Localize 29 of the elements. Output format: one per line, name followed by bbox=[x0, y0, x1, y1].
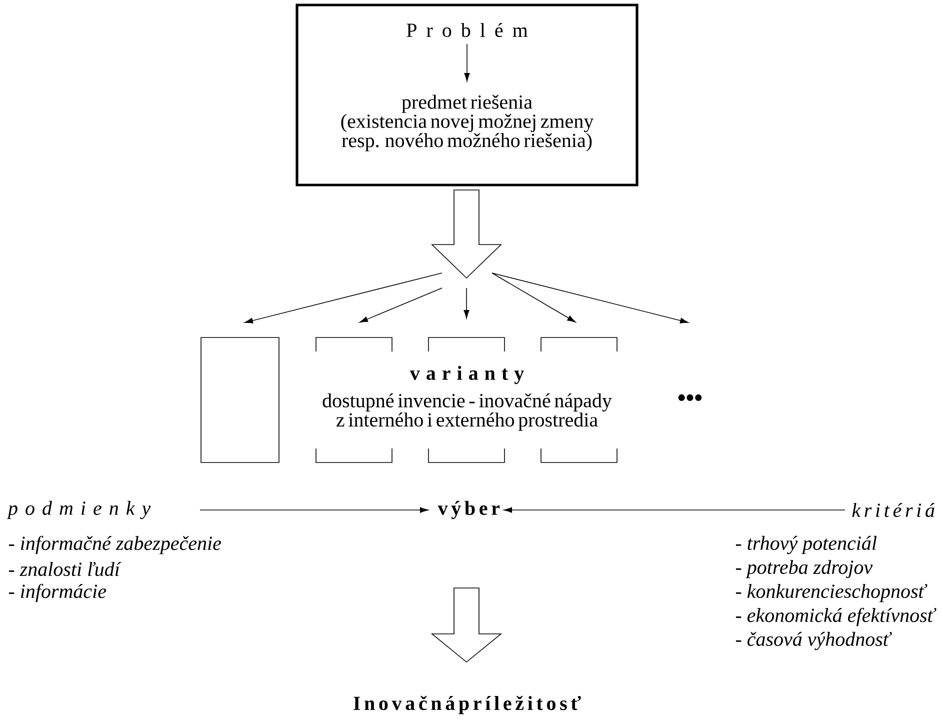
group-heading: v a r i a n t y bbox=[410, 366, 524, 384]
heading-text: P r o b l é m bbox=[406, 22, 528, 38]
arrow bbox=[504, 507, 846, 513]
result-heading: I n o v a č n á p r í l e ž i t o s ť bbox=[354, 696, 581, 714]
block-arrow bbox=[431, 190, 502, 279]
group-description: dostupné invencie - inovačné nápady z interného i externého prostredia bbox=[322, 393, 612, 431]
list-item: - ekonomická efektívnosť bbox=[736, 608, 936, 626]
list-item: - časová výhodnosť bbox=[736, 632, 892, 650]
body-text: predmet riešenia (existencia novej možnej zmeny resp. nového možného riešenia) bbox=[341, 94, 594, 152]
center-heading: v ý b e r bbox=[438, 500, 500, 520]
arrow bbox=[464, 44, 470, 82]
side-heading: k r i t é r i á bbox=[852, 502, 935, 518]
list-item: - informačné zabezpečenie bbox=[8, 536, 222, 554]
arrow bbox=[200, 507, 428, 513]
list-item: - potreba zdrojov bbox=[736, 560, 873, 578]
ellipsis-dots: ••• bbox=[678, 394, 702, 401]
list-item: - trhový potenciál bbox=[736, 536, 877, 554]
arrow bbox=[492, 272, 576, 322]
empty-rectangle bbox=[200, 337, 280, 463]
arrow bbox=[464, 288, 470, 318]
outer-box bbox=[296, 4, 638, 186]
arrow bbox=[492, 272, 688, 324]
list-item: - informácie bbox=[8, 584, 106, 602]
list-item: - konkurencieschopnosť bbox=[736, 584, 928, 602]
list-item: - znalosti ľudí bbox=[8, 562, 122, 576]
block-arrow bbox=[430, 588, 502, 663]
arrow bbox=[244, 272, 442, 324]
side-heading: p o d m i e n k y bbox=[6, 500, 151, 520]
arrow bbox=[359, 288, 442, 323]
